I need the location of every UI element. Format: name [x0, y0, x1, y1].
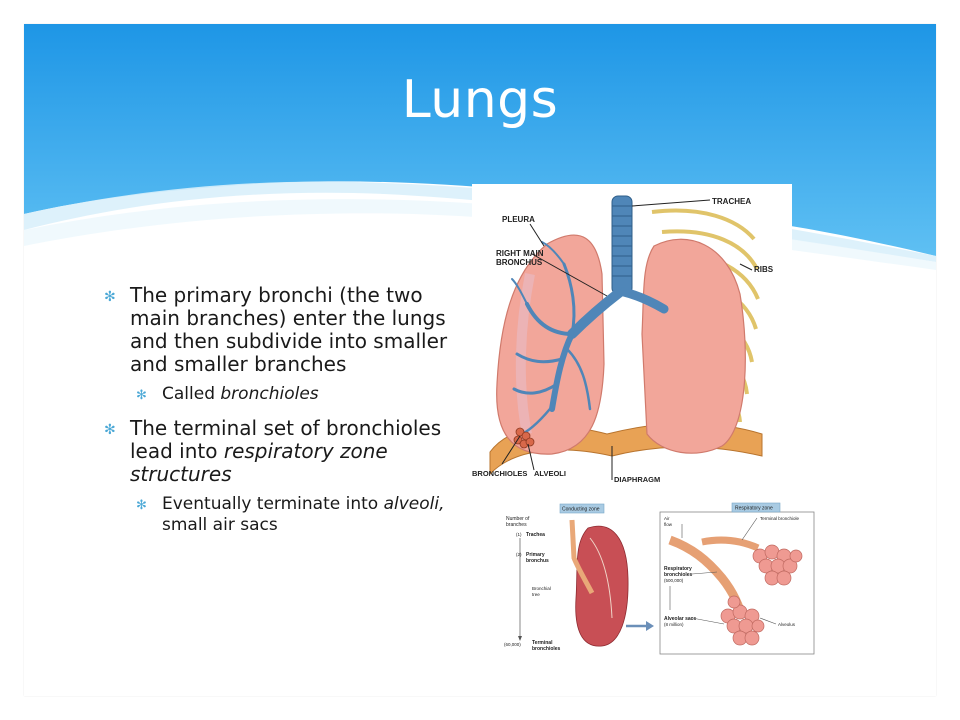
label-primary-bronchus: Primary: [526, 552, 545, 558]
label-respiratory-zone: Respiratory zone: [735, 506, 773, 512]
label-terminal-bronchioles: Terminal: [532, 640, 553, 646]
label-respiratory-bronchioles: Respiratory: [664, 566, 692, 572]
label-trachea: TRACHEA: [712, 197, 751, 206]
label-right-main-bronchus-2: BRONCHUS: [496, 258, 543, 267]
trachea-drawing: [611, 195, 633, 295]
label-bronchial-tree: Bronchial: [532, 586, 551, 591]
label-right-main-bronchus: RIGHT MAIN: [496, 249, 544, 258]
bullet-text: small air sacs: [162, 515, 278, 535]
label-alveoli: ALVEOLI: [534, 469, 566, 478]
label-terminal-bronchioles-2: bronchioles: [532, 646, 561, 652]
bullet-text: Called: [162, 384, 221, 404]
respiratory-zone-diagram: Conducting zone Number of branches (1) T…: [502, 498, 816, 658]
label-ribs: RIBS: [754, 265, 774, 274]
bronchial-tree-drawing: [511, 241, 669, 436]
asterisk-bullet-icon: ✻: [136, 498, 147, 513]
sub-bullet-item: ✻ Called bronchioles: [102, 384, 472, 405]
bullet-item: ✻ The terminal set of bronchioles lead i…: [102, 417, 472, 486]
bullet-text: Eventually terminate into: [162, 494, 384, 514]
label-air-flow-2: flow: [664, 522, 673, 527]
bullet-emphasis: alveoli,: [383, 494, 445, 514]
label-count-1: (1): [516, 532, 522, 537]
label-respiratory-bronchioles-3: (500,000): [664, 578, 684, 583]
sub-bullet-item: ✻ Eventually terminate into alveoli, sma…: [102, 494, 472, 536]
label-alveolar-sacs: Alveolar sacs: [664, 616, 696, 622]
label-trachea-small: Trachea: [526, 532, 545, 538]
asterisk-bullet-icon: ✻: [104, 422, 116, 438]
bullet-emphasis: respiratory zone structures: [130, 439, 388, 486]
label-diaphragm: DIAPHRAGM: [614, 475, 660, 484]
label-bronchial-tree-2: tree: [532, 592, 540, 597]
label-primary-bronchus-2: bronchus: [526, 558, 549, 564]
label-respiratory-bronchioles-2: bronchioles: [664, 572, 693, 578]
bullet-list: ✻ The primary bronchi (the two main bran…: [102, 284, 472, 544]
label-conducting-zone: Conducting zone: [562, 507, 600, 513]
label-count-60000: (60,000): [504, 642, 521, 647]
bullet-item: ✻ The primary bronchi (the two main bran…: [102, 284, 472, 376]
bullet-text: The terminal set of bronchioles lead int…: [130, 416, 442, 463]
label-bronchioles: BRONCHIOLES: [472, 469, 527, 478]
left-lung-drawing: [641, 238, 746, 454]
asterisk-bullet-icon: ✻: [104, 289, 116, 305]
bullet-emphasis: bronchioles: [220, 384, 319, 404]
bullet-text: The primary bronchi (the two main branch…: [130, 283, 448, 376]
label-number-of-branches: Number of: [506, 516, 530, 522]
label-alveolus: Alveolus: [778, 622, 796, 627]
label-alveolar-sacs-2: (8 million): [664, 622, 684, 627]
asterisk-bullet-icon: ✻: [136, 388, 147, 403]
right-lung-drawing: [496, 234, 605, 455]
label-count-2: (2): [516, 552, 522, 557]
lungs-illustration: TRACHEA PLEURA RIGHT MAIN BRONCHUS RIBS …: [472, 184, 792, 484]
label-pleura: PLEURA: [502, 215, 535, 224]
slide: Lungs ✻ The primary bronchi (the two mai…: [24, 24, 936, 696]
slide-title: Lungs: [401, 70, 559, 130]
label-air-flow: Air: [664, 516, 670, 521]
label-terminal-bronchiole: Terminal bronchiole: [760, 516, 800, 521]
label-number-of-branches-2: branches: [506, 522, 527, 528]
